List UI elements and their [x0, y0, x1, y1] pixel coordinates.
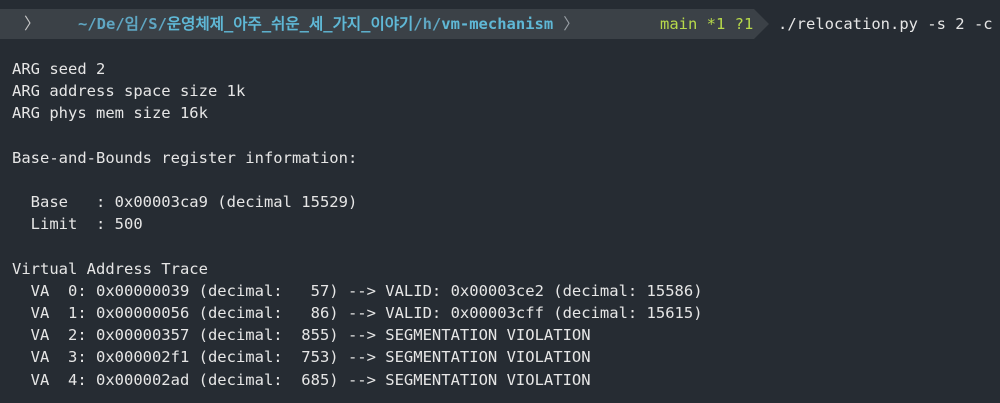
output-line — [12, 169, 703, 191]
path-current-dir: vm-mechanism — [441, 15, 554, 33]
path-highlight: 운영체제_아주_쉬운_세_가지_이야기 — [166, 15, 414, 33]
output-line: VA 0: 0x00000039 (decimal: 57) --> VALID… — [12, 281, 703, 300]
output-line: VA 2: 0x00000357 (decimal: 855) --> SEGM… — [12, 326, 591, 345]
shell-prompt: 〉 ~/De/임/S/운영체제_아주_쉬운_세_가지_이야기/h/vm-mech… — [0, 9, 1000, 39]
output-line: ARG phys mem size 16k — [12, 104, 208, 123]
path-prefix: ~/De/임/S/ — [78, 15, 167, 33]
output-line — [12, 236, 703, 258]
prompt-os-segment: 〉 — [0, 9, 73, 39]
output-line: ARG address space size 1k — [12, 82, 246, 101]
chevron-right-icon: 〉 — [24, 14, 41, 33]
command-input[interactable]: ./relocation.py -s 2 -c — [778, 15, 993, 33]
output-line — [12, 125, 703, 147]
output-line: Limit : 500 — [12, 215, 143, 234]
output-line: ARG seed 2 — [12, 60, 106, 78]
output-line: VA 4: 0x000002ad (decimal: 685) --> SEGM… — [12, 370, 591, 389]
output-line: Base : 0x00003ca9 (decimal 15529) — [12, 193, 358, 212]
prompt-path-segment: ~/De/임/S/운영체제_아주_쉬운_세_가지_이야기/h/vm-mechan… — [58, 9, 639, 39]
output-line: VA 3: 0x000002f1 (decimal: 753) --> SEGM… — [12, 348, 591, 367]
output-line: Base-and-Bounds register information: — [12, 148, 358, 167]
output-line: VA 1: 0x00000056 (decimal: 86) --> VALID… — [12, 304, 703, 323]
path-mid: /h/ — [413, 15, 442, 33]
output-line: Virtual Address Trace — [12, 259, 208, 278]
git-status: main *1 ?1 — [660, 15, 754, 33]
terminal-output: ARG seed 2 ARG address space size 1k ARG p… — [12, 58, 703, 391]
git-status-segment: main *1 ?1 — [624, 9, 769, 39]
path-chevron-icon: 〉 — [563, 15, 579, 33]
